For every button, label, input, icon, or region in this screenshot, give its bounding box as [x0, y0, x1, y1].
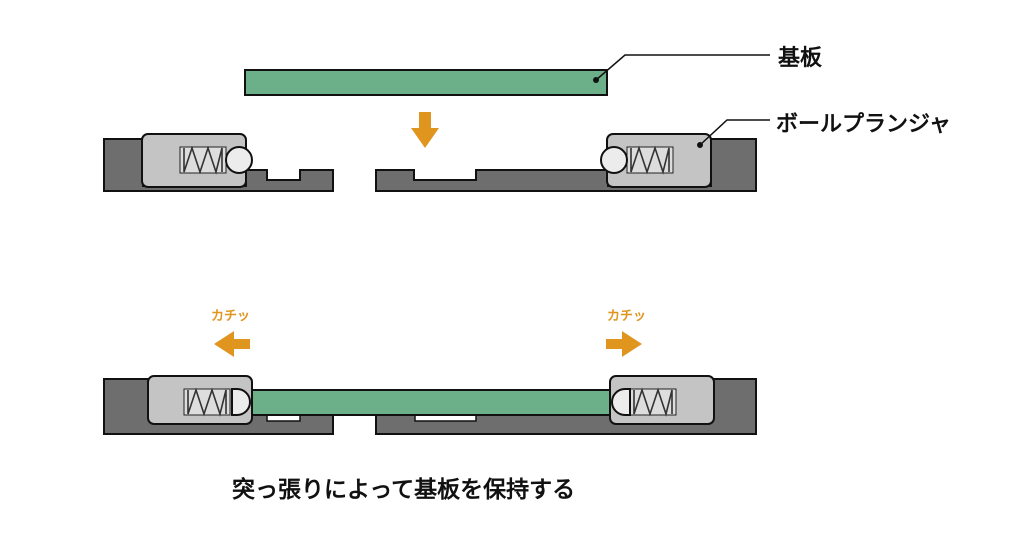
board-label: 基板 [778, 46, 823, 71]
plunger-ball-top-right [600, 146, 628, 174]
board-leader-line [595, 54, 770, 81]
plunger-leader-line [699, 119, 770, 146]
base-top-left [103, 138, 334, 192]
plunger-ball-bottom-right [611, 388, 631, 416]
board-bottom [249, 389, 613, 416]
board-top [244, 69, 608, 96]
left-arrow-icon [214, 331, 250, 357]
caption: 突っ張りによって基板を保持する [232, 477, 576, 503]
base-top-right [375, 138, 757, 192]
plunger-ball-top-left [225, 146, 253, 174]
right-arrow-icon [606, 331, 642, 357]
plunger-label: ボールプランジャ [776, 112, 951, 137]
plunger-ball-bottom-left [231, 388, 251, 416]
click-label-left: カチッ [211, 309, 251, 324]
down-arrow-icon [411, 112, 439, 148]
click-label-right: カチッ [607, 309, 647, 324]
